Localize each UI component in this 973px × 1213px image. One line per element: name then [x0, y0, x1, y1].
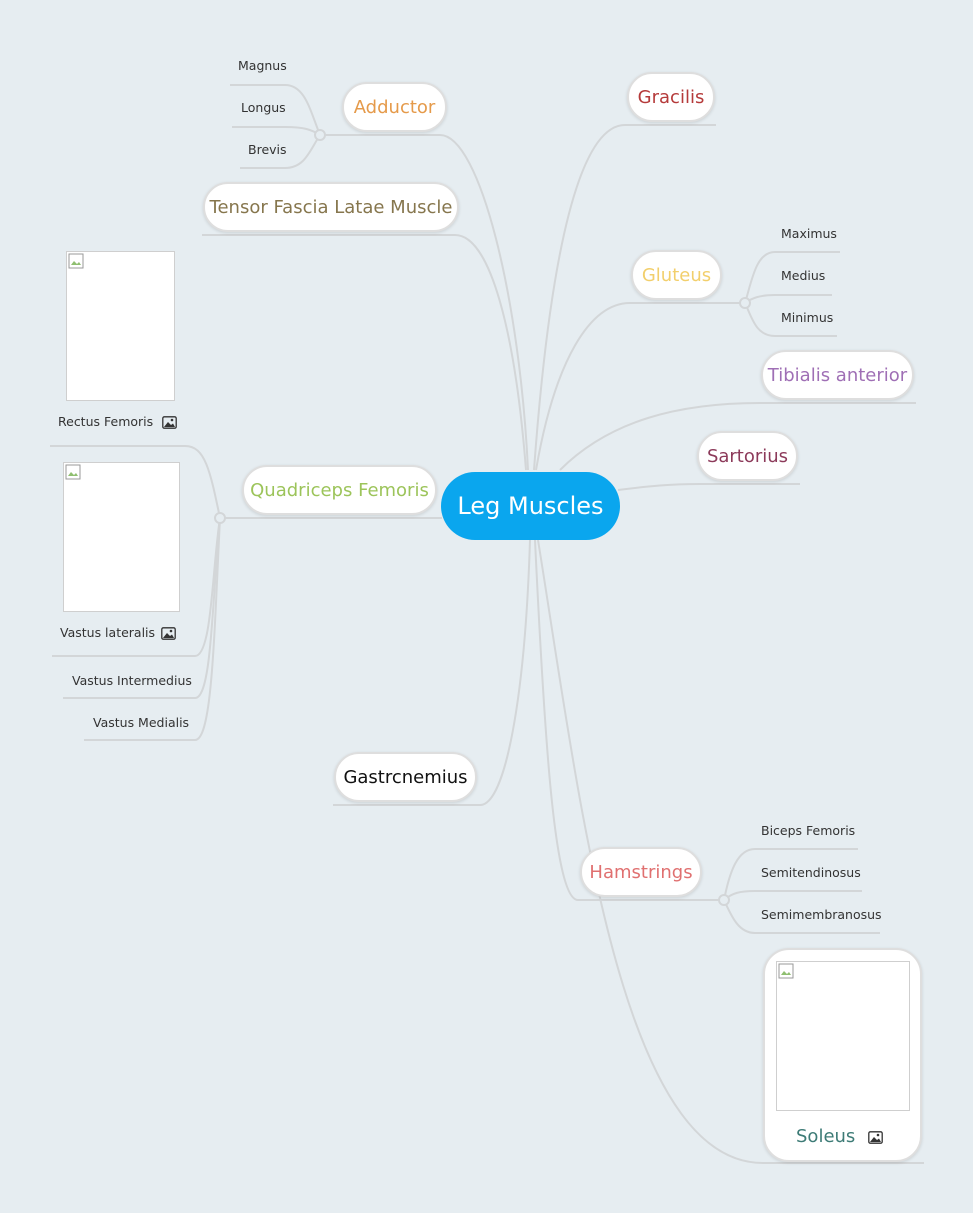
vastus-lateralis-image: [63, 462, 180, 612]
quadriceps-expander: [214, 512, 226, 524]
topic-gluteus[interactable]: Gluteus: [631, 250, 722, 300]
topic-quadriceps-label: Quadriceps Femoris: [250, 479, 429, 501]
rectus-femoris-image: [66, 251, 175, 401]
topic-gastrocnemius[interactable]: Gastrcnemius: [334, 752, 477, 802]
connector-gracilis: [533, 124, 716, 471]
broken-image-icon: [778, 963, 794, 979]
leaf-quadriceps-vastus-medialis[interactable]: Vastus Medialis: [93, 715, 190, 730]
hamstrings-expander: [718, 894, 730, 906]
topic-soleus-label: Soleus: [796, 1126, 856, 1147]
leaf-gluteus-maximus[interactable]: Maximus: [781, 226, 837, 241]
adductor-expander: [314, 129, 326, 141]
leaf-gluteus-medius[interactable]: Medius: [781, 268, 826, 283]
leaf-hamstrings-semitendinosus[interactable]: Semitendinosus: [761, 865, 861, 880]
topic-tensor-fascia-latae[interactable]: Tensor Fascia Latae Muscle: [203, 182, 459, 232]
connector-gastrocnemius: [333, 539, 531, 806]
topic-gluteus-label: Gluteus: [641, 264, 712, 286]
connector-sartorius: [617, 483, 800, 491]
leaf-adductor-magnus[interactable]: Magnus: [238, 58, 287, 73]
topic-gracilis-label: Gracilis: [637, 86, 705, 108]
root-topic[interactable]: Leg Muscles: [441, 472, 620, 540]
connector-hamstrings: [534, 539, 724, 901]
topic-sartorius[interactable]: Sartorius: [697, 431, 798, 481]
connector-adductor: [320, 134, 529, 471]
topic-tibialis-anterior[interactable]: Tibialis anterior: [761, 350, 914, 400]
image-icon[interactable]: [162, 416, 177, 429]
topic-adductor-label: Adductor: [353, 96, 436, 118]
leaf-hamstrings-biceps-femoris[interactable]: Biceps Femoris: [761, 823, 856, 838]
image-icon[interactable]: [868, 1131, 883, 1144]
topic-gracilis[interactable]: Gracilis: [627, 72, 715, 122]
image-icon[interactable]: [161, 627, 176, 640]
broken-image-icon: [68, 253, 84, 269]
connector-tensor: [202, 234, 527, 471]
topic-hamstrings[interactable]: Hamstrings: [580, 847, 702, 897]
root-topic-label: Leg Muscles: [457, 492, 604, 520]
topic-gastrocnemius-label: Gastrcnemius: [343, 766, 468, 788]
leaf-quadriceps-rectus-femoris[interactable]: Rectus Femoris: [58, 414, 154, 429]
connector-tibialis: [559, 402, 916, 471]
leaf-hamstrings-semimembranosus[interactable]: Semimembranosus: [761, 907, 882, 922]
leaf-gluteus-minimus[interactable]: Minimus: [781, 310, 834, 325]
leaf-adductor-brevis[interactable]: Brevis: [248, 142, 287, 157]
leaf-adductor-longus[interactable]: Longus: [241, 100, 286, 115]
topic-sartorius-label: Sartorius: [706, 445, 789, 467]
topic-tensor-label: Tensor Fascia Latae Muscle: [209, 196, 453, 218]
connector-gluteus: [535, 302, 745, 471]
leaf-quadriceps-vastus-intermedius[interactable]: Vastus Intermedius: [72, 673, 192, 688]
topic-adductor[interactable]: Adductor: [342, 82, 447, 132]
leaf-quadriceps-vastus-lateralis[interactable]: Vastus lateralis: [60, 625, 156, 640]
topic-hamstrings-label: Hamstrings: [589, 861, 693, 883]
soleus-image: [776, 961, 910, 1111]
gluteus-expander: [739, 297, 751, 309]
topic-tibialis-label: Tibialis anterior: [767, 364, 908, 386]
broken-image-icon: [65, 464, 81, 480]
connector-soleus: [537, 539, 924, 1164]
topic-quadriceps-femoris[interactable]: Quadriceps Femoris: [242, 465, 437, 515]
topic-soleus[interactable]: Soleus: [763, 948, 922, 1162]
